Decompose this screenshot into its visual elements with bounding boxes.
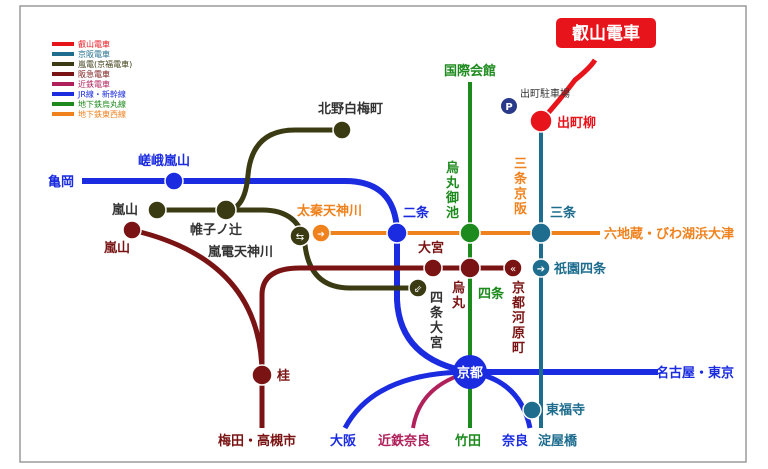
kyoto-kawaramachi-station[interactable] (503, 258, 523, 278)
gion-arrow-icon: ➔ (537, 264, 545, 275)
hankyu-line (259, 265, 515, 428)
shijo-omiya-label: 四条大宮 (430, 291, 444, 351)
shijo-omiya-arrow-icon: ⇙ (414, 284, 422, 295)
nara-label: 奈良 (501, 433, 528, 449)
rokujizo-biwako-label: 六地蔵・びわ湖浜大津 (604, 226, 734, 242)
shijo-label: 四条 (478, 286, 505, 302)
katabiranotsuji-label: 帷子ノ辻 (190, 222, 242, 238)
kyoto-kawaramachi-label: 京都河原町 (511, 280, 525, 356)
jr-line (82, 178, 658, 375)
randen-tenjingawa-label: 嵐電天神川 (207, 244, 273, 260)
legend-label: JR線・新幹線 (77, 89, 126, 99)
gion-shijo-station[interactable] (531, 258, 551, 278)
yodoyabashi-label: 淀屋橋 (538, 433, 578, 449)
takeda-label: 竹田 (454, 433, 481, 449)
legend-label: 近鉄電車 (78, 79, 110, 89)
legend-label: 阪急電車 (78, 69, 110, 79)
sanjo-label: 三条 (550, 205, 577, 221)
eizan-badge: 叡山電車 (556, 18, 656, 48)
parking-icon (501, 98, 517, 114)
randen-kitano-line (225, 127, 342, 213)
katsura-station[interactable] (251, 364, 273, 386)
legend-swatch (52, 72, 74, 76)
legend-swatch (52, 102, 74, 106)
karasuma-oike-label: 烏丸御池 (445, 160, 460, 221)
legend-label: 地下鉄烏丸線 (78, 99, 126, 109)
arashiyama-randen-label: 嵐山 (111, 202, 138, 218)
umeda-takatsuki-label: 梅田・高槻市 (218, 433, 296, 449)
gion-shijo-label: 祇園四条 (553, 261, 607, 277)
demachiyanagi-label: 出町柳 (557, 115, 596, 131)
parking-letter: P (505, 102, 512, 113)
legend-label: 京阪電車 (78, 49, 110, 59)
sanjo-keihan-label: 三条京阪 (514, 157, 528, 217)
nijo-station[interactable] (386, 222, 408, 244)
omiya-station[interactable] (423, 258, 443, 278)
kyoto-station[interactable] (453, 355, 487, 389)
arashiyama-hankyu-station[interactable] (122, 220, 142, 240)
hankyu-arashiyama-line (131, 227, 265, 376)
eizan-line (539, 58, 598, 123)
karasuma-oike-station[interactable] (459, 222, 481, 244)
arashiyama-hankyu-label: 嵐山 (103, 240, 130, 256)
osaka-label: 大阪 (330, 433, 357, 449)
demachiyanagi-station[interactable] (529, 109, 553, 133)
jr-osaka-branch (342, 369, 471, 430)
nagoya-tokyo-label: 名古屋・東京 (656, 365, 734, 381)
shijo-omiya-station[interactable] (408, 278, 428, 298)
legend-label: 嵐電(京福電車) (78, 59, 132, 69)
legend-label: 叡山電車 (78, 39, 110, 49)
kokusai-kaikan-label: 国際会館 (444, 63, 496, 79)
eizan-badge-text: 叡山電車 (571, 23, 640, 44)
tofukuji-station[interactable] (522, 400, 542, 420)
omiya-label: 大宮 (418, 240, 444, 256)
demachi-parking-label: 出町駐車場 (520, 87, 570, 100)
kitano-hakubaicho-station[interactable] (332, 120, 352, 140)
karasuma-station[interactable] (459, 257, 481, 279)
randen-tenjingawa-station[interactable] (289, 225, 311, 247)
uzumasa-tenjingawa-label: 太秦天神川 (296, 203, 362, 219)
legend-swatch (52, 92, 74, 96)
katabiranotsuji-station[interactable] (215, 199, 237, 221)
tofukuji-label: 東福寺 (546, 402, 585, 418)
legend-swatch (52, 52, 74, 56)
legend-swatch (52, 62, 74, 66)
karasuma-oike-label-text: 烏丸御池 (445, 160, 460, 221)
arashiyama-randen-station[interactable] (147, 200, 167, 220)
legend-label: 地下鉄東西線 (78, 109, 126, 119)
sanjo-station[interactable] (530, 222, 552, 244)
kitano-hakubaicho-label: 北野白梅町 (318, 101, 383, 117)
kawaramachi-arrow-icon: « (510, 264, 516, 275)
kyoto-label: 京都 (457, 365, 483, 381)
kintetsu-nara-label: 近鉄奈良 (378, 433, 430, 449)
transfer-arrow-icon: ➔ (317, 230, 325, 240)
legend: 叡山電車京阪電車嵐電(京福電車)阪急電車近鉄電車JR線・新幹線地下鉄烏丸線地下鉄… (52, 39, 132, 119)
legend-swatch (52, 82, 74, 86)
uzumasa-tenjingawa-station[interactable] (311, 223, 331, 243)
karasuma-label: 烏丸 (451, 280, 466, 311)
saga-arashiyama-station[interactable] (164, 171, 184, 191)
katsura-label: 桂 (276, 368, 290, 384)
saga-arashiyama-label: 嵯峨嵐山 (138, 153, 190, 169)
legend-swatch (52, 112, 74, 116)
transfer-arrows-icon: ⇆ (296, 232, 304, 243)
kameoka-label: 亀岡 (48, 174, 74, 190)
legend-swatch (52, 42, 74, 46)
nijo-label: 二条 (403, 205, 430, 221)
